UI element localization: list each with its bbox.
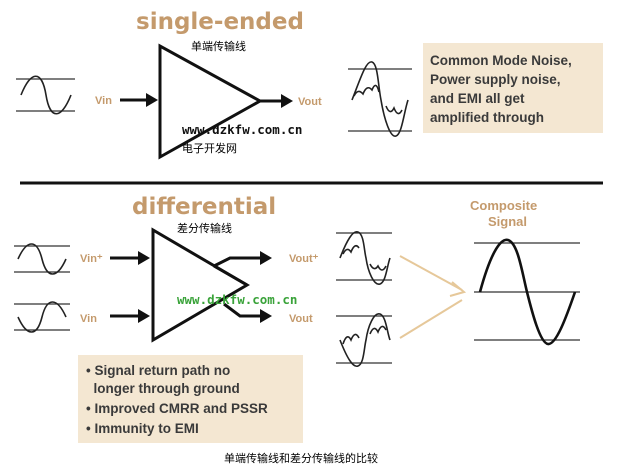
vin-plus-label: Vin⁺ <box>80 253 103 265</box>
note-line-1: Common Mode Noise, <box>430 53 572 68</box>
single-ended-cn-label: 单端传输线 <box>191 39 246 53</box>
input-plus-arrow <box>110 251 150 265</box>
note-line-3: and EMI all get <box>430 91 525 106</box>
differential-output-junction <box>213 264 248 287</box>
vout-plus-label: Vout⁺ <box>289 253 319 265</box>
composite-label-2: Signal <box>488 214 527 229</box>
merge-arrows <box>399 255 467 339</box>
input-plus-waveform <box>14 243 70 275</box>
input-minus-arrow <box>110 309 150 323</box>
watermark-cn-top: 电子开发网 <box>182 141 237 155</box>
output-waveform <box>348 61 412 137</box>
single-ended-amplifier <box>158 43 264 160</box>
output-minus-arrow <box>223 302 272 323</box>
bullet-line-1: • Signal return path no <box>86 363 230 378</box>
output-plus-arrow <box>213 251 272 268</box>
bullet-line-4: • Immunity to EMI <box>86 421 199 436</box>
watermark-url-top: www.dzkfw.com.cn <box>182 122 302 137</box>
single-ended-title: single-ended <box>136 9 304 35</box>
output-arrow <box>260 94 293 108</box>
note-line-2: Power supply noise, <box>430 72 561 87</box>
note-line-4: amplified through <box>430 110 544 125</box>
composite-label-1: Composite <box>470 198 537 213</box>
differential-cn-label: 差分传输线 <box>177 221 232 235</box>
vin-label: Vin <box>95 95 112 107</box>
bullet-line-3: • Improved CMRR and PSSR <box>86 401 268 416</box>
differential-amplifier <box>151 227 250 343</box>
input-minus-waveform <box>14 301 70 333</box>
composite-waveform <box>474 238 580 346</box>
vin-minus-label: Vin <box>80 313 97 325</box>
single-ended-note-box: Common Mode Noise, Power supply noise, a… <box>423 43 603 133</box>
differential-title: differential <box>132 194 276 220</box>
input-arrow <box>120 93 158 107</box>
output-plus-waveform <box>336 231 392 285</box>
watermark-url-mid: www.dzkfw.com.cn <box>177 292 297 307</box>
output-minus-waveform <box>336 313 392 367</box>
vout-minus-label: Vout <box>289 313 313 325</box>
figure-caption: 单端传输线和差分传输线的比较 <box>224 451 378 465</box>
bullet-line-2: longer through ground <box>86 381 240 396</box>
vout-label: Vout <box>298 96 322 108</box>
differential-bullet-box: • Signal return path no longer through g… <box>78 355 303 443</box>
input-waveform <box>16 75 75 115</box>
